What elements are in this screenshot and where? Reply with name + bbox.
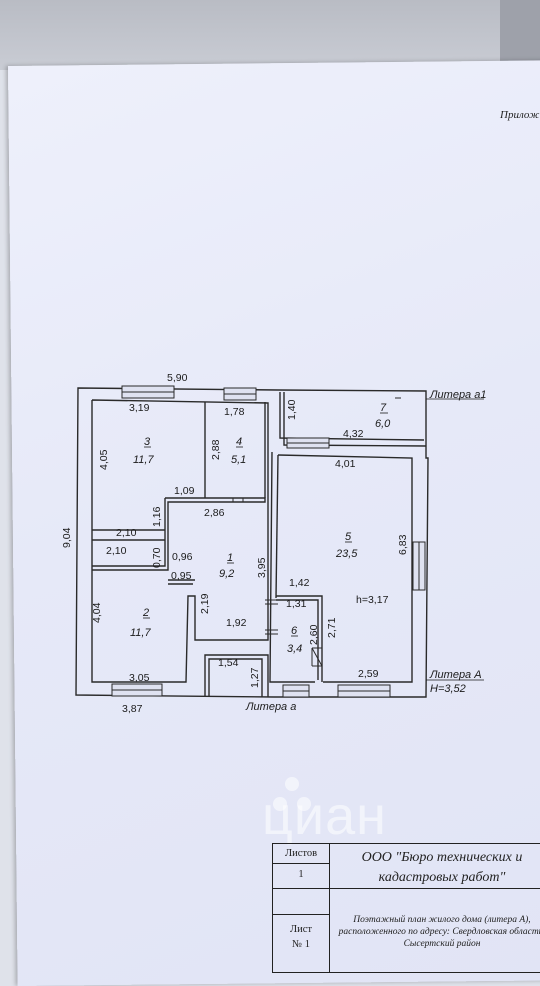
room-4-area: 5,1	[231, 454, 246, 466]
room-3-area: 11,7	[133, 454, 154, 466]
inner-wall-main	[91, 399, 269, 683]
dim-1-31: 1,31	[286, 598, 307, 610]
sheet-label: Лист	[290, 924, 312, 935]
room-2-number: 2	[142, 607, 149, 619]
room-4-number: 4	[236, 436, 242, 448]
title-block: Листов 1 ООО "Бюро технических и кадастр…	[272, 843, 540, 973]
dim-0-70: 0,70	[151, 547, 163, 568]
title-block-left-column	[273, 844, 330, 972]
litera-a1-label: Литера а1	[429, 389, 486, 401]
plan-description: Поэтажный план жилого дома (литера А), р…	[338, 915, 540, 949]
dim-2-60: 2,60	[308, 624, 320, 645]
room-3-number: 3	[144, 436, 151, 448]
dim-0-95: 0,95	[171, 570, 192, 582]
room7-wall2	[283, 392, 427, 447]
dim-1-42: 1,42	[289, 577, 310, 589]
dim-total-width: 5,90	[167, 372, 188, 384]
sheets-label: Листов	[284, 848, 318, 859]
floor-plan: Литера а1 Литера А H=3,52 Литера а 1 9,2…	[61, 372, 486, 715]
dim-0-96: 0,96	[172, 551, 193, 563]
room-2-area: 11,7	[130, 627, 151, 639]
dim-2-86: 2,86	[204, 507, 225, 519]
room6-wall2	[276, 599, 319, 680]
dim-1-54: 1,54	[218, 657, 239, 669]
door-marks	[232, 397, 401, 667]
room-1-number: 1	[227, 552, 233, 564]
dim-2-88: 2,88	[210, 439, 222, 460]
dim-4-04: 4,04	[91, 602, 103, 623]
dim-1-09: 1,09	[174, 485, 195, 497]
dim-3-19: 3,19	[129, 402, 150, 414]
room5-wall-left	[275, 454, 279, 599]
room-1-area: 9,2	[219, 568, 234, 580]
dim-4-32: 4,32	[343, 428, 364, 440]
dim-2-10-lower: 2,10	[106, 545, 127, 557]
dim-6-83: 6,83	[397, 534, 409, 555]
dim-4-01: 4,01	[335, 458, 356, 470]
room6-wall	[276, 595, 323, 682]
room-6-number: 6	[291, 625, 298, 637]
background-dark	[0, 0, 540, 70]
dim-2-19: 2,19	[199, 593, 211, 614]
organization-name: ООО "Бюро технических и кадастровых рабо…	[361, 850, 523, 885]
litera-height: H=3,52	[430, 683, 466, 695]
dim-1-92: 1,92	[226, 617, 247, 629]
porch-wall	[204, 654, 269, 697]
room-7-number: 7	[380, 402, 387, 414]
dim-4-05: 4,05	[98, 449, 110, 470]
room-5-height: h=3,17	[356, 594, 389, 606]
dim-1-16: 1,16	[151, 506, 163, 527]
outer-wall-right	[274, 389, 429, 698]
room-6-area: 3,4	[287, 643, 302, 655]
room5-wall	[277, 454, 413, 683]
watermark-text: циан	[262, 786, 387, 846]
dim-2-59: 2,59	[358, 668, 379, 680]
litera-a-label: Литера а	[245, 701, 296, 713]
sheet-value: № 1	[292, 939, 310, 950]
dim-1-78: 1,78	[224, 406, 245, 418]
dim-3-95: 3,95	[256, 557, 268, 578]
dim-1-40: 1,40	[286, 399, 298, 420]
dim-2-10-upper: 2,10	[116, 527, 137, 539]
room-7-area: 6,0	[375, 418, 391, 430]
room-5-area: 23,5	[335, 548, 358, 560]
litera-A-label: Литера А	[429, 669, 482, 681]
dim-bottom-width: 3,87	[122, 703, 143, 715]
dim-total-height: 9,04	[61, 527, 73, 548]
windows	[111, 385, 426, 698]
appendix-note: Прилож	[500, 109, 540, 121]
room7-wall	[279, 392, 425, 441]
room-5-number: 5	[345, 531, 352, 543]
room5-wall-left2	[269, 451, 315, 683]
room-number-underlines	[143, 412, 388, 637]
outer-wall-left	[75, 387, 279, 698]
wall-room1-top2	[92, 498, 166, 567]
sheets-value: 1	[298, 869, 304, 880]
walls	[75, 387, 429, 698]
porch-inner	[208, 658, 263, 697]
dim-3-05: 3,05	[129, 672, 150, 684]
cian-logo-icon	[273, 777, 311, 811]
wall-room1-top	[92, 497, 266, 571]
dim-1-27: 1,27	[249, 667, 261, 688]
dim-2-71: 2,71	[326, 617, 338, 638]
